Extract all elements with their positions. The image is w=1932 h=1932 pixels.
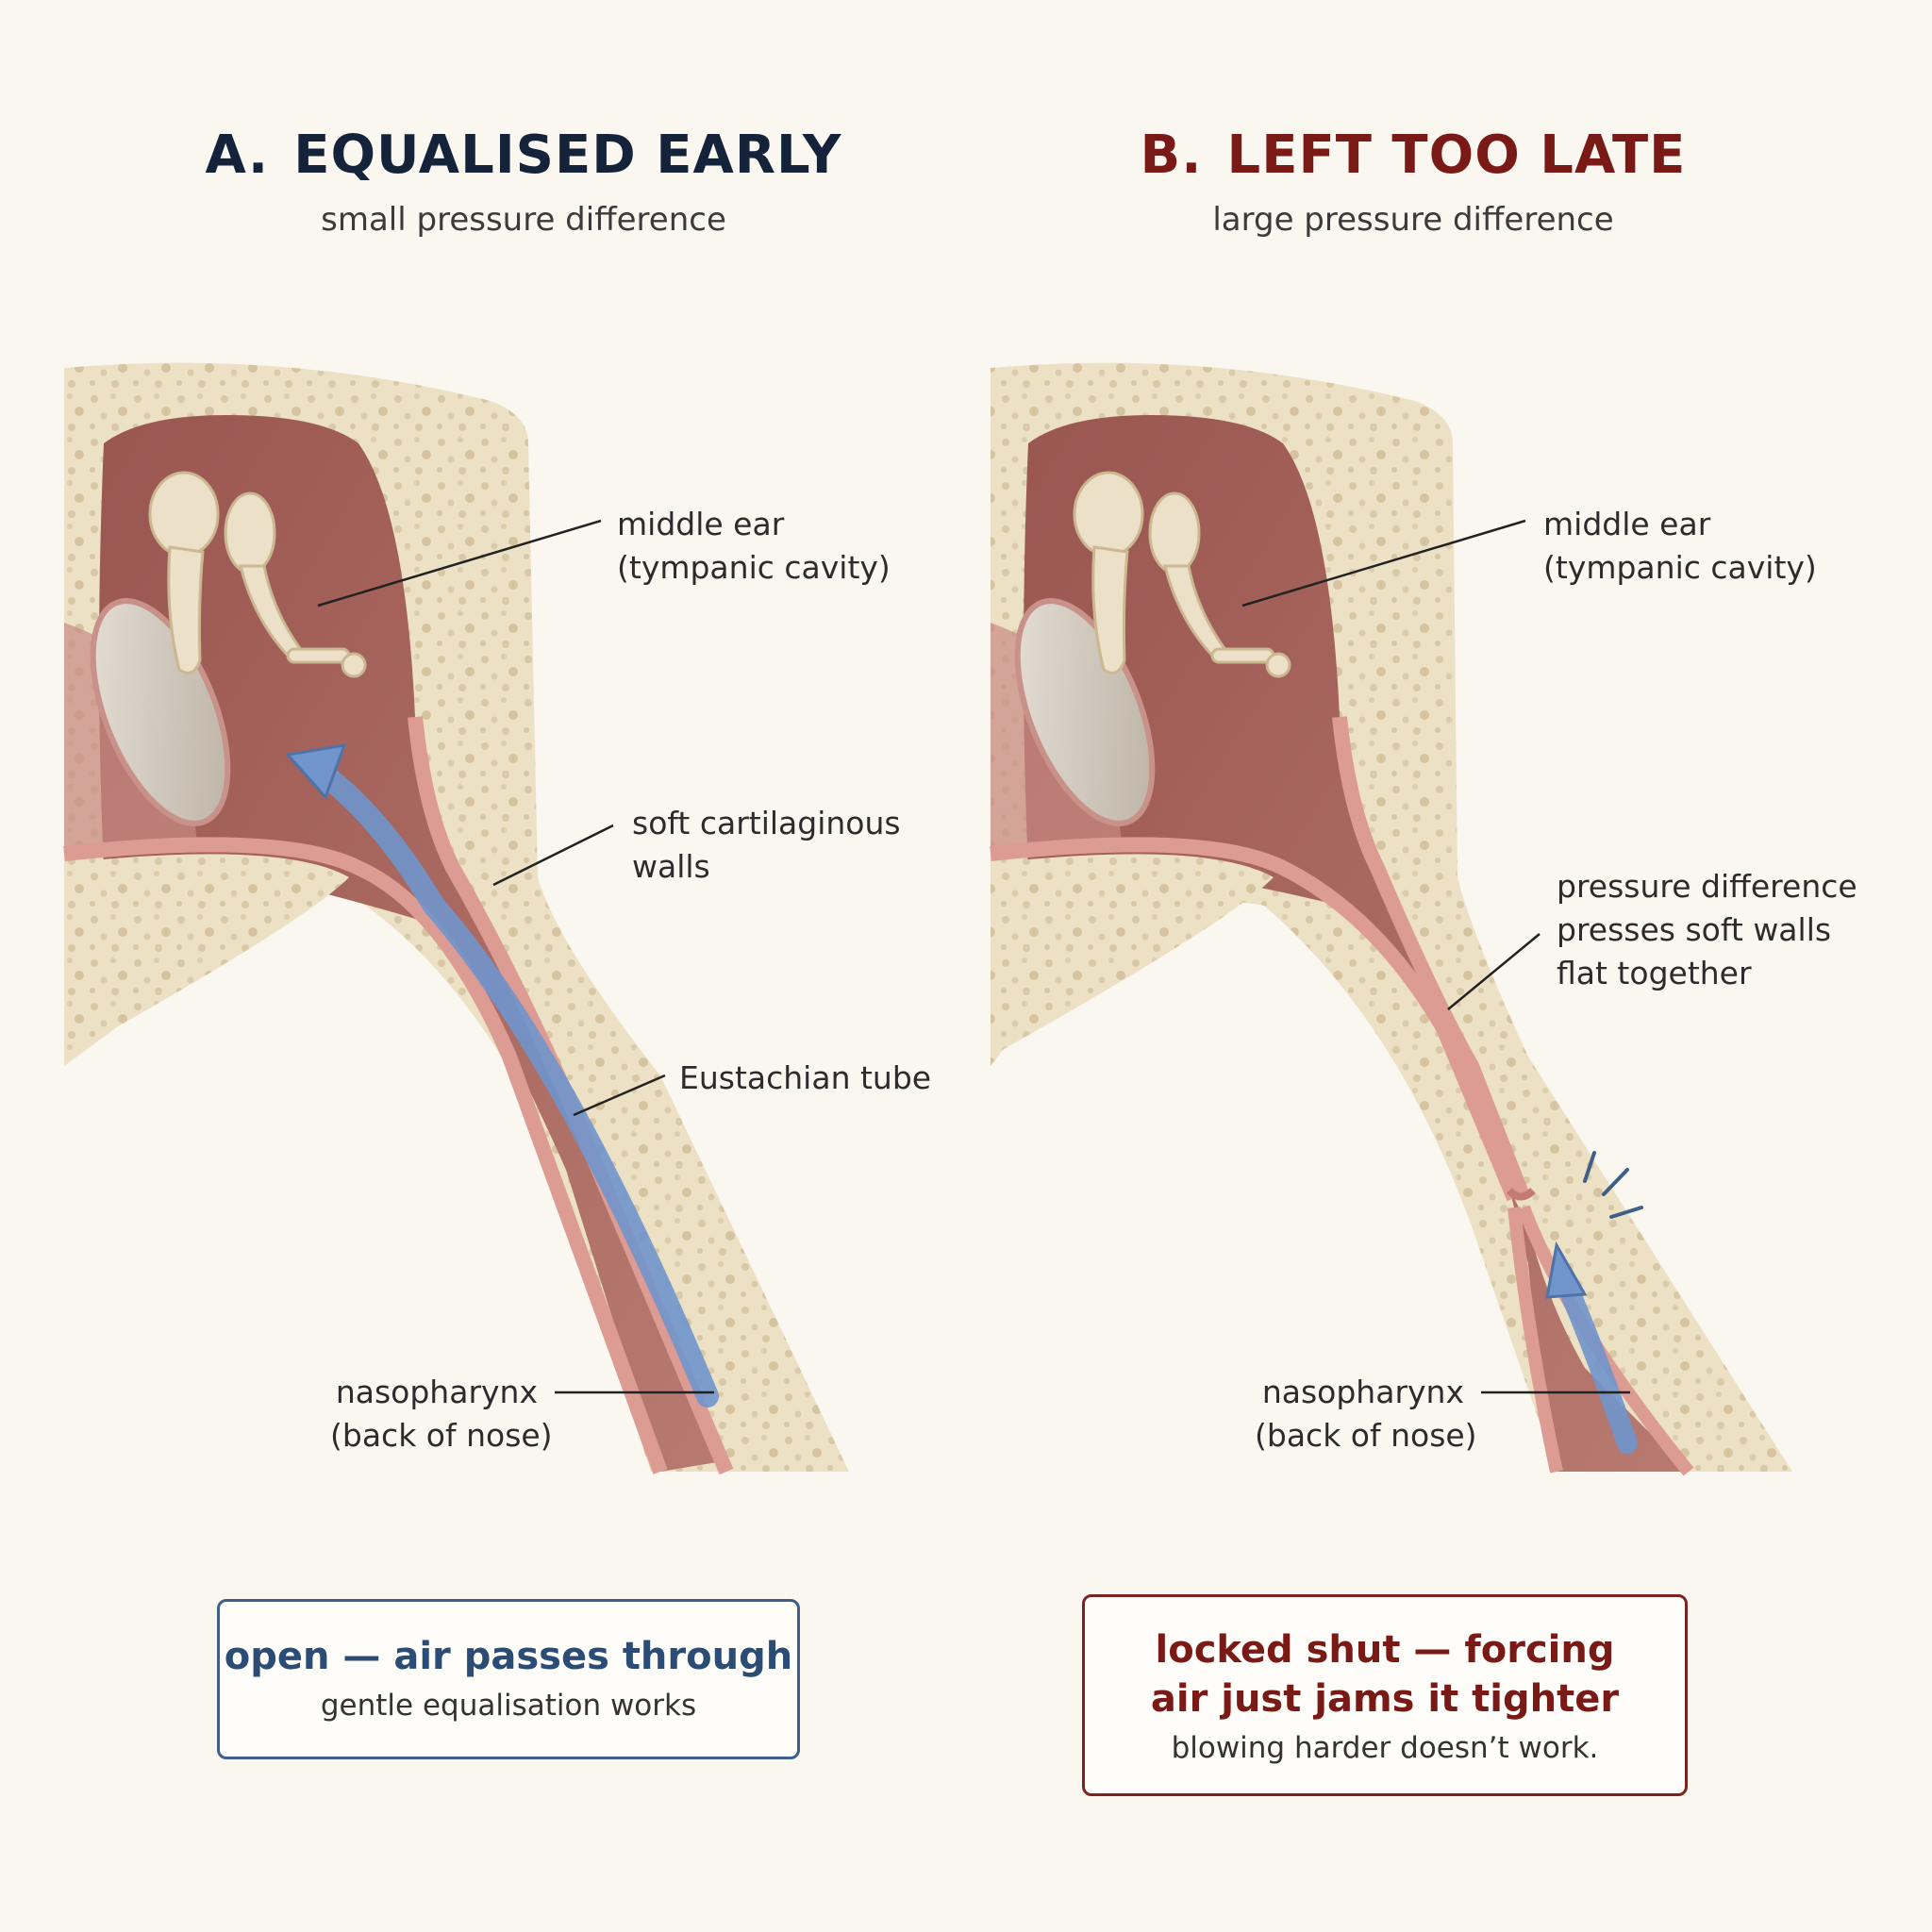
callout-locked-body: blowing harder doesn’t work. (1171, 1731, 1599, 1765)
label-pressure-b-line3: flat together (1557, 955, 1752, 991)
label-nasopharynx-b-line2: (back of nose) (1255, 1417, 1477, 1454)
label-middle-ear-b: middle ear (tympanic cavity) (1543, 503, 1817, 590)
panel-a-number: A. (205, 125, 270, 186)
tube-wall-upper-b (1332, 716, 1531, 1201)
collapsed-wall-seal-b (1507, 1188, 1536, 1201)
tube-wall-lower-b (990, 837, 1522, 1202)
callout-open-body: gentle equalisation works (320, 1689, 697, 1723)
airflow-arrow-b (1556, 1273, 1638, 1454)
label-nasopharynx-a: nasopharynx (back of nose) (330, 1371, 553, 1457)
callout-locked-heading: locked shut — forcing air just jams it t… (1150, 1628, 1620, 1721)
tube-wall-lower-a (63, 837, 668, 1474)
middle-ear-cavity-b (1024, 415, 1689, 1472)
leader-middle-ear-b (1241, 519, 1526, 608)
jam-burst-icon (1583, 1151, 1643, 1219)
label-pressure-b-line1: pressure difference (1557, 868, 1857, 905)
label-middle-ear-b-line1: middle ear (1543, 506, 1711, 542)
label-nasopharynx-b-line1: nasopharynx (1261, 1374, 1464, 1410)
label-pressure-b-line2: presses soft walls (1557, 911, 1832, 948)
panel-a-subtitle: small pressure difference (321, 201, 726, 239)
label-walls-a-line1: soft cartilaginous (632, 805, 901, 841)
leader-middle-ear-a (317, 519, 602, 608)
leader-pressure-b (1447, 933, 1541, 1010)
panel-b-anatomy (990, 362, 1792, 1476)
label-walls-a-line2: walls (632, 848, 710, 885)
label-pressure-b: pressure difference presses soft walls f… (1557, 865, 1857, 995)
ossicles-b (1073, 471, 1291, 678)
label-middle-ear-b-line2: (tympanic cavity) (1543, 549, 1817, 586)
label-middle-ear-a-line2: (tympanic cavity) (617, 549, 891, 586)
label-nasopharynx-a-line2: (back of nose) (330, 1417, 553, 1454)
leader-tube-a (573, 1074, 666, 1117)
panel-b-title-text: LEFT TOO LATE (1226, 125, 1687, 186)
bone-ledge-b (991, 854, 1274, 1057)
eardrum-b (1014, 598, 1156, 826)
airflow-arrow-a (305, 758, 719, 1407)
label-tube-a: Eustachian tube (679, 1057, 931, 1100)
panel-a-title: A. EQUALISED EARLY (165, 125, 882, 186)
ossicles-a (148, 471, 367, 678)
label-walls-a: soft cartilaginous walls (632, 802, 901, 889)
panel-b-subtitle: large pressure difference (1212, 201, 1614, 239)
panel-b-number: B. (1140, 125, 1203, 186)
middle-ear-cavity-a (99, 415, 717, 1472)
label-middle-ear-a-line1: middle ear (617, 506, 785, 542)
airflow-arrowhead-b (1545, 1241, 1588, 1299)
eardrum-a (90, 598, 231, 826)
panel-a-anatomy (63, 362, 849, 1475)
label-tube-a-line1: Eustachian tube (679, 1059, 932, 1096)
bone-ledge-a (64, 854, 349, 1057)
label-nasopharynx-b: nasopharynx (back of nose) (1255, 1371, 1477, 1457)
callout-open: open — air passes through gentle equalis… (217, 1599, 800, 1759)
callout-open-heading: open — air passes through (224, 1635, 793, 1678)
label-middle-ear-a: middle ear (tympanic cavity) (617, 503, 891, 590)
label-nasopharynx-a-line1: nasopharynx (335, 1374, 538, 1410)
leader-walls-a (492, 824, 614, 887)
airflow-arrowhead-a (285, 743, 347, 800)
callout-locked: locked shut — forcing air just jams it t… (1082, 1594, 1688, 1796)
panel-a-title-text: EQUALISED EARLY (293, 125, 842, 186)
panel-b-title: B. LEFT TOO LATE (1055, 125, 1772, 186)
